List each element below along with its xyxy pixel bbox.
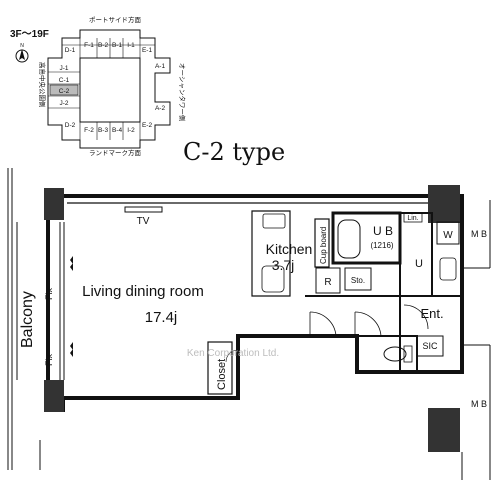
unit-bath-size: (1216)	[370, 241, 393, 250]
cupboard-label: Cup board	[319, 227, 328, 264]
key-plan: 3F～19F N ポートサイド方面 ランドマーク方面 高島中央公園側 オーシャン…	[10, 15, 187, 157]
unit-label: F-2	[84, 127, 94, 134]
entrance-label: Ent.	[420, 306, 443, 321]
column	[44, 380, 64, 412]
column	[428, 185, 460, 223]
tv-label: TV	[137, 216, 150, 227]
north-arrow-icon: N	[15, 43, 29, 63]
shoe-closet	[416, 335, 444, 357]
fridge-label: R	[324, 277, 331, 288]
meter-box-label: M B	[471, 399, 487, 409]
vanity-sink-icon	[439, 257, 457, 281]
unit-label: J-1	[59, 65, 68, 72]
unit-label: D-2	[65, 122, 76, 129]
door-swing	[403, 304, 429, 330]
unit-label: B-3	[98, 127, 109, 134]
key-plan-left-direction: 高島中央公園側	[38, 62, 47, 108]
living-room-size: 17.4j	[145, 309, 178, 326]
unit-label: B-4	[112, 127, 123, 134]
key-plan-bottom-direction: ランドマーク方面	[89, 148, 142, 157]
linen-closet	[403, 212, 423, 223]
highlighted-unit	[49, 84, 79, 96]
toilet-icon	[383, 346, 407, 362]
unit-label: E-2	[142, 122, 153, 129]
kitchen-name: Kitchen	[266, 241, 313, 257]
storage	[344, 267, 372, 291]
unit-label: A-1	[155, 63, 166, 70]
balcony-label: Balcony	[19, 291, 36, 348]
unit-label: I-2	[127, 127, 135, 134]
tv-niche	[124, 206, 163, 213]
linen-label: Lin.	[407, 215, 418, 222]
svg-text:N: N	[20, 43, 24, 49]
key-plan-top-direction: ポートサイド方面	[89, 15, 142, 24]
meter-box-label: M B	[471, 229, 487, 239]
unit-label: I-1	[127, 42, 135, 49]
key-plan-right-direction: オーシャンタワー側	[178, 63, 187, 122]
storage-label: Sto.	[351, 276, 365, 285]
cupboard	[314, 218, 330, 268]
sink-icon	[261, 265, 285, 293]
bathtub-icon	[337, 219, 361, 259]
floor-range: 3F～19F	[10, 29, 49, 40]
unit-label: J-2	[59, 100, 68, 107]
unit-label: E-1	[142, 47, 153, 54]
unit-type-title: C-2 type	[183, 138, 285, 166]
shoe-closet-label: SIC	[422, 341, 438, 351]
living-room-name: Living dining room	[82, 283, 204, 300]
unit-label: B-1	[112, 42, 123, 49]
unit-bath-label: U B	[373, 224, 393, 238]
main-plan: Living dining room 17.4j Kitchen 3.7j Ba…	[7, 168, 491, 480]
kitchen-size: 3.7j	[272, 257, 295, 273]
unit-label: A-2	[155, 105, 166, 112]
watermark: Ken Corporation Ltd.	[187, 348, 279, 359]
fix-window-label: Fix	[44, 288, 54, 300]
washer-icon	[436, 221, 460, 245]
unit-label: B-2	[98, 42, 109, 49]
fridge	[315, 267, 341, 294]
door-swing	[309, 311, 337, 337]
column	[428, 408, 460, 452]
utility-label: U	[415, 258, 423, 270]
closet	[207, 341, 233, 395]
kitchen-counter	[251, 210, 291, 297]
closet-label: Closet	[216, 359, 228, 390]
fix-window-label: Fix	[44, 354, 54, 366]
toilet-room	[356, 335, 418, 373]
unit-label: C-2	[59, 88, 70, 95]
washer-label: W	[443, 230, 453, 241]
unit-label: F-1	[84, 42, 94, 49]
door-swing	[354, 311, 382, 337]
unit-label: D-1	[65, 47, 76, 54]
column	[44, 188, 64, 220]
stove-icon	[262, 213, 286, 229]
unit-label: C-1	[59, 77, 70, 84]
